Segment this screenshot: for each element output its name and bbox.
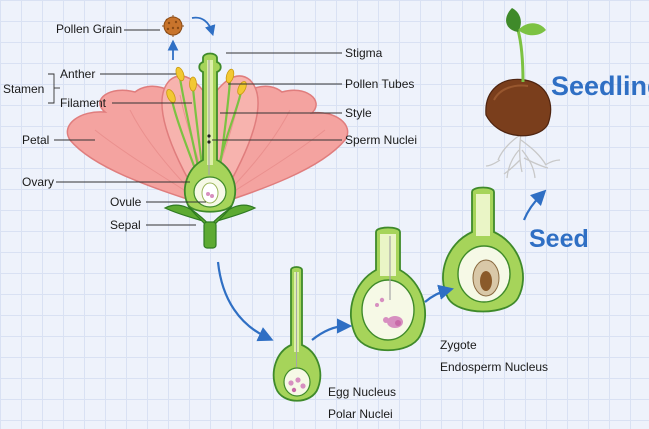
stage-title-seed: Seed	[529, 225, 589, 253]
leader-lines	[48, 29, 342, 226]
label-stamen: Stamen	[3, 82, 45, 96]
pistil-stage-1	[272, 266, 322, 402]
stage-arrows	[216, 189, 547, 342]
arrow-to-stage-3	[424, 284, 454, 303]
label-endosperm-nucleus: Endosperm Nucleus	[440, 360, 549, 374]
label-anther: Anther	[60, 67, 96, 81]
label-pollen-tubes: Pollen Tubes	[345, 77, 415, 91]
label-filament: Filament	[60, 96, 107, 110]
seedling	[485, 8, 561, 179]
pistil	[183, 52, 237, 213]
seed-stage-3	[442, 186, 524, 313]
label-polar-nuclei: Polar Nuclei	[328, 407, 393, 421]
label-petal: Petal	[22, 133, 50, 147]
ovule-stage-2	[349, 226, 427, 352]
label-ovule: Ovule	[110, 195, 142, 209]
label-egg-nucleus: Egg Nucleus	[328, 385, 397, 399]
label-style: Style	[345, 106, 372, 120]
arrow-to-seedling	[522, 189, 547, 221]
pollen-grain	[162, 15, 184, 37]
flower	[66, 52, 349, 249]
stage-title-seedling: Seedling	[551, 71, 649, 101]
label-sperm-nuclei: Sperm Nuclei	[345, 133, 418, 147]
arrow-to-stage-1	[216, 261, 274, 342]
arrow-to-stage-2	[311, 318, 353, 341]
label-ovary: Ovary	[22, 175, 55, 189]
label-zygote: Zygote	[440, 338, 477, 352]
label-sepal: Sepal	[110, 218, 141, 232]
seedling-roots	[485, 124, 561, 179]
pollen-arrow-curve	[191, 16, 216, 37]
label-pollen-grain: Pollen Grain	[56, 22, 123, 36]
sepal-shape	[163, 204, 257, 249]
label-stigma: Stigma	[345, 46, 383, 60]
